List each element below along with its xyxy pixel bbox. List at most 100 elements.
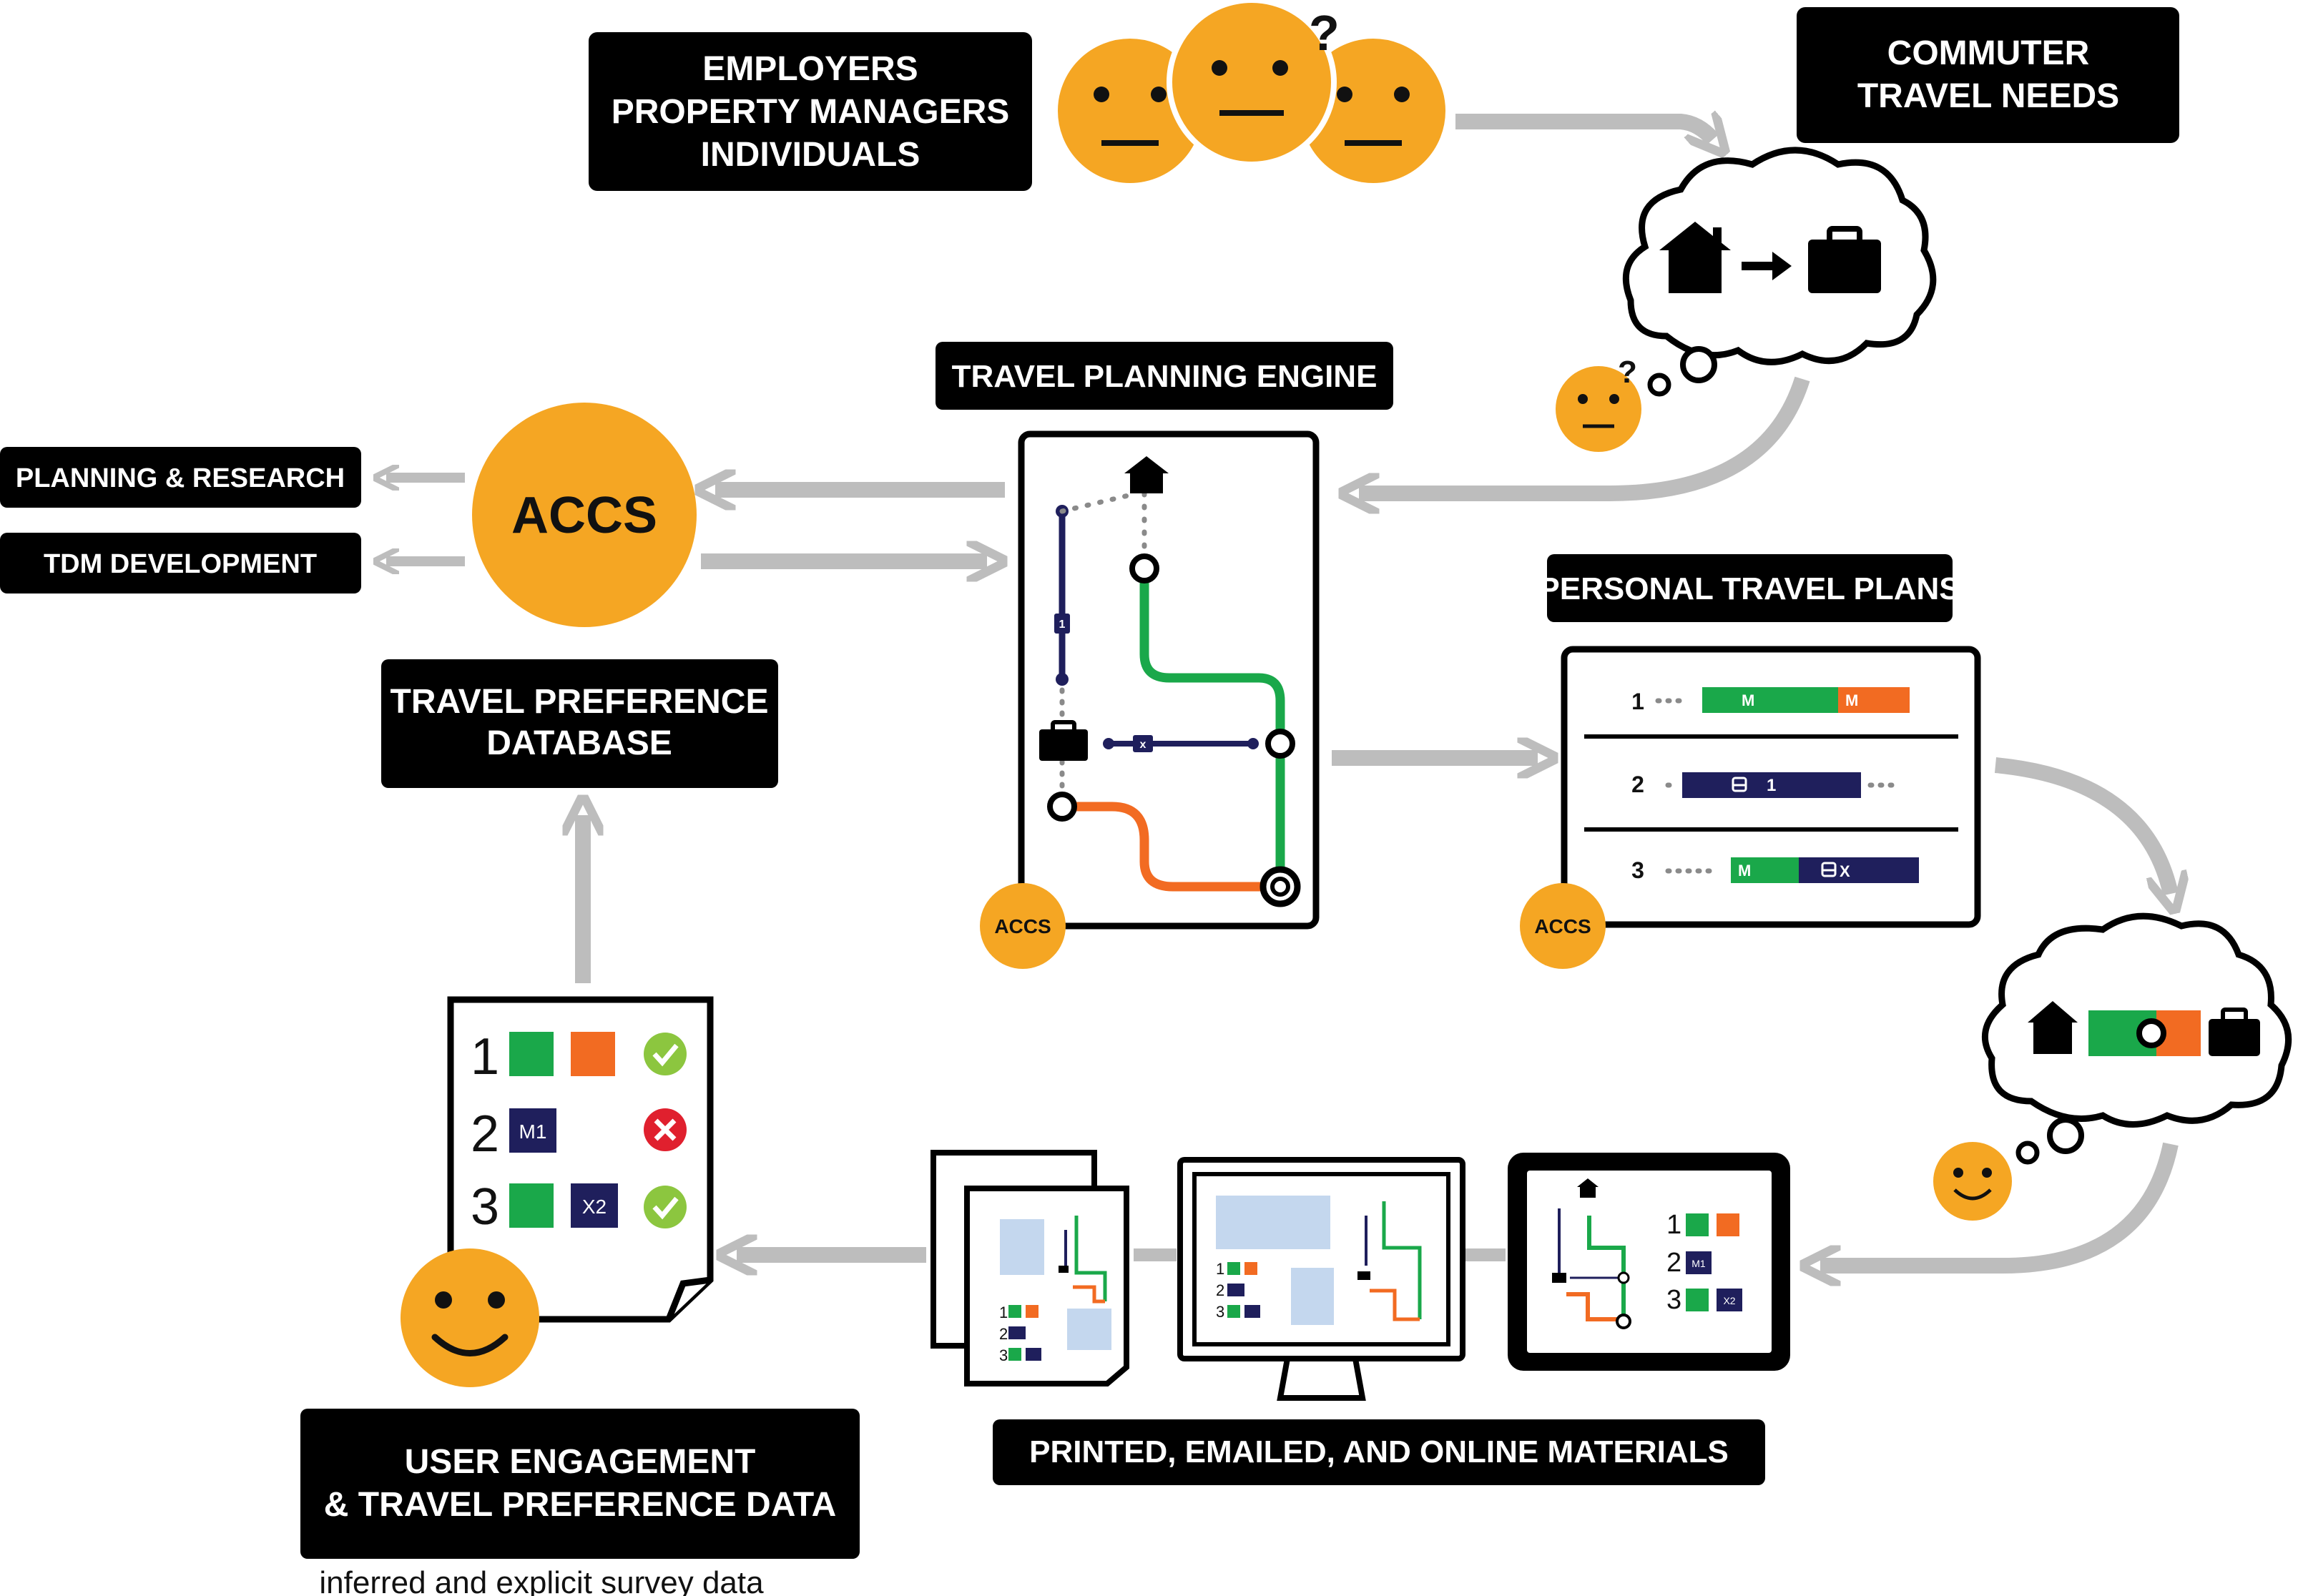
plans-label-box — [1547, 554, 1953, 622]
engagement-caption: inferred and explicit survey data — [319, 1565, 764, 1596]
survey-swatch-label: X2 — [582, 1196, 607, 1218]
home-icon — [1659, 222, 1731, 293]
green-route-line — [1139, 568, 1285, 887]
accs-badge-label: ACCS — [1534, 915, 1591, 937]
station-node — [2136, 1018, 2166, 1048]
stakeholders-group: EMPLOYERS PROPERTY MANAGERS INDIVIDUALS … — [589, 0, 1451, 191]
briefcase-icon — [1552, 1273, 1566, 1283]
printed-page-front — [964, 1186, 1129, 1386]
engagement-line1: USER ENGAGEMENT — [405, 1443, 756, 1481]
survey-swatch — [571, 1183, 618, 1228]
walk-dots — [1059, 491, 1140, 514]
mini-swatch — [1026, 1305, 1038, 1318]
arrow-stakeholders-to-needs — [1455, 122, 1713, 139]
survey-swatch — [509, 1108, 556, 1153]
mini-orange-route — [1566, 1292, 1624, 1321]
mini-swatch — [1227, 1262, 1240, 1275]
plan-segment-metro — [1702, 687, 1838, 713]
plan-segment-metro — [1731, 857, 1799, 883]
check-icon — [644, 1186, 687, 1228]
plan-segment-label: X — [1840, 862, 1850, 880]
survey-swatch — [571, 1032, 615, 1076]
planning-research-box — [0, 447, 361, 508]
home-icon — [2028, 1001, 2078, 1054]
destination-node-inner — [1270, 877, 1290, 897]
accs-badge-label: ACCS — [994, 915, 1051, 937]
plan-thought-group — [1933, 912, 2292, 1221]
home-icon — [1124, 456, 1169, 493]
station-node — [1047, 792, 1077, 822]
accs-badge: ACCS — [1520, 883, 1606, 969]
mini-swatch — [1686, 1289, 1709, 1311]
commuter-label-box — [1797, 7, 2179, 143]
materials-label: PRINTED, EMAILED, AND ONLINE MATERIALS — [1029, 1434, 1729, 1469]
mini-list-number: 1 — [999, 1304, 1008, 1321]
plans-group: PERSONAL TRAVEL PLANS 1 M M 2 1 3 M X — [1520, 554, 1981, 969]
check-icon — [644, 1033, 687, 1075]
map-thumbnail — [1291, 1268, 1334, 1325]
thought-bubble-dot — [1647, 373, 1671, 397]
home-icon — [1577, 1178, 1599, 1198]
station-node — [1265, 729, 1295, 759]
stakeholders-label-box — [589, 32, 1032, 191]
stakeholders-line2: PROPERTY MANAGERS — [612, 93, 1010, 131]
engagement-line2: & TRAVEL PREFERENCE DATA — [324, 1486, 836, 1524]
line-badge-label: 1 — [1059, 619, 1066, 631]
mini-green-route — [1074, 1216, 1107, 1301]
plan-segment-label: M — [1738, 862, 1751, 880]
mini-swatch — [1008, 1348, 1021, 1361]
station-node — [1129, 553, 1159, 583]
destination-node — [1616, 1314, 1631, 1329]
mini-swatch — [1244, 1262, 1257, 1275]
commuter-needs-group: COMMUTER TRAVEL NEEDS ? — [1556, 7, 2179, 452]
briefcase-icon — [1039, 720, 1088, 761]
mini-swatch — [1717, 1289, 1742, 1311]
tdm-development-label: TDM DEVELOPMENT — [44, 549, 317, 579]
mini-green-route — [1382, 1201, 1422, 1319]
survey-row-number: 1 — [471, 1028, 499, 1085]
bus-icon — [1821, 862, 1837, 877]
mini-list-number: 2 — [999, 1325, 1008, 1343]
briefcase-icon — [1357, 1271, 1370, 1280]
flow-arrows — [386, 122, 2171, 1266]
question-mark-icon: ? — [1309, 5, 1340, 61]
mini-swatch — [1244, 1305, 1260, 1318]
cross-icon — [644, 1108, 687, 1151]
database-group: TRAVEL PREFERENCE DATABASE — [381, 659, 778, 788]
mini-swatch-label: X2 — [1723, 1295, 1735, 1306]
commuter-line2: TRAVEL NEEDS — [1857, 77, 2119, 115]
database-line2: DATABASE — [486, 724, 672, 762]
line-badge — [1054, 614, 1070, 634]
mini-swatch — [1008, 1305, 1021, 1318]
survey-swatch — [509, 1183, 554, 1228]
survey-swatch — [509, 1032, 554, 1076]
materials-group: 1 2 3 1 2 3 — [931, 1150, 1790, 1485]
plan-row-number: 3 — [1631, 857, 1644, 883]
thought-bubble-dot — [2047, 1117, 2084, 1154]
database-label-box — [381, 659, 778, 788]
stakeholders-line1: EMPLOYERS — [702, 50, 918, 88]
thought-cloud — [1622, 147, 1937, 365]
engine-label-box — [936, 342, 1393, 410]
survey-row-number: 3 — [471, 1178, 499, 1236]
survey-row-number: 2 — [471, 1105, 499, 1163]
engagement-label-box — [300, 1409, 860, 1559]
orange-route-line — [1071, 802, 1270, 892]
plan-segment-metro — [1838, 687, 1910, 713]
map-thumbnail — [1216, 1196, 1330, 1249]
accs-hub: ACCS — [472, 403, 697, 627]
tdm-development-box — [0, 533, 361, 593]
briefcase-icon — [1808, 226, 1881, 293]
accs-badge: ACCS — [980, 883, 1066, 969]
mini-swatch — [1686, 1213, 1709, 1236]
tablet-screen — [1527, 1171, 1772, 1353]
line-badge-label: x — [1140, 739, 1146, 751]
happy-face-icon — [1933, 1142, 2012, 1221]
outputs-group: PLANNING & RESEARCH TDM DEVELOPMENT — [0, 447, 361, 593]
arrow-plans-to-cloud — [1994, 757, 2171, 894]
mini-swatch — [1686, 1251, 1712, 1274]
plan-row-number: 1 — [1631, 689, 1644, 714]
plans-label: PERSONAL TRAVEL PLANS — [1538, 571, 1960, 606]
mini-swatch — [1026, 1348, 1041, 1361]
